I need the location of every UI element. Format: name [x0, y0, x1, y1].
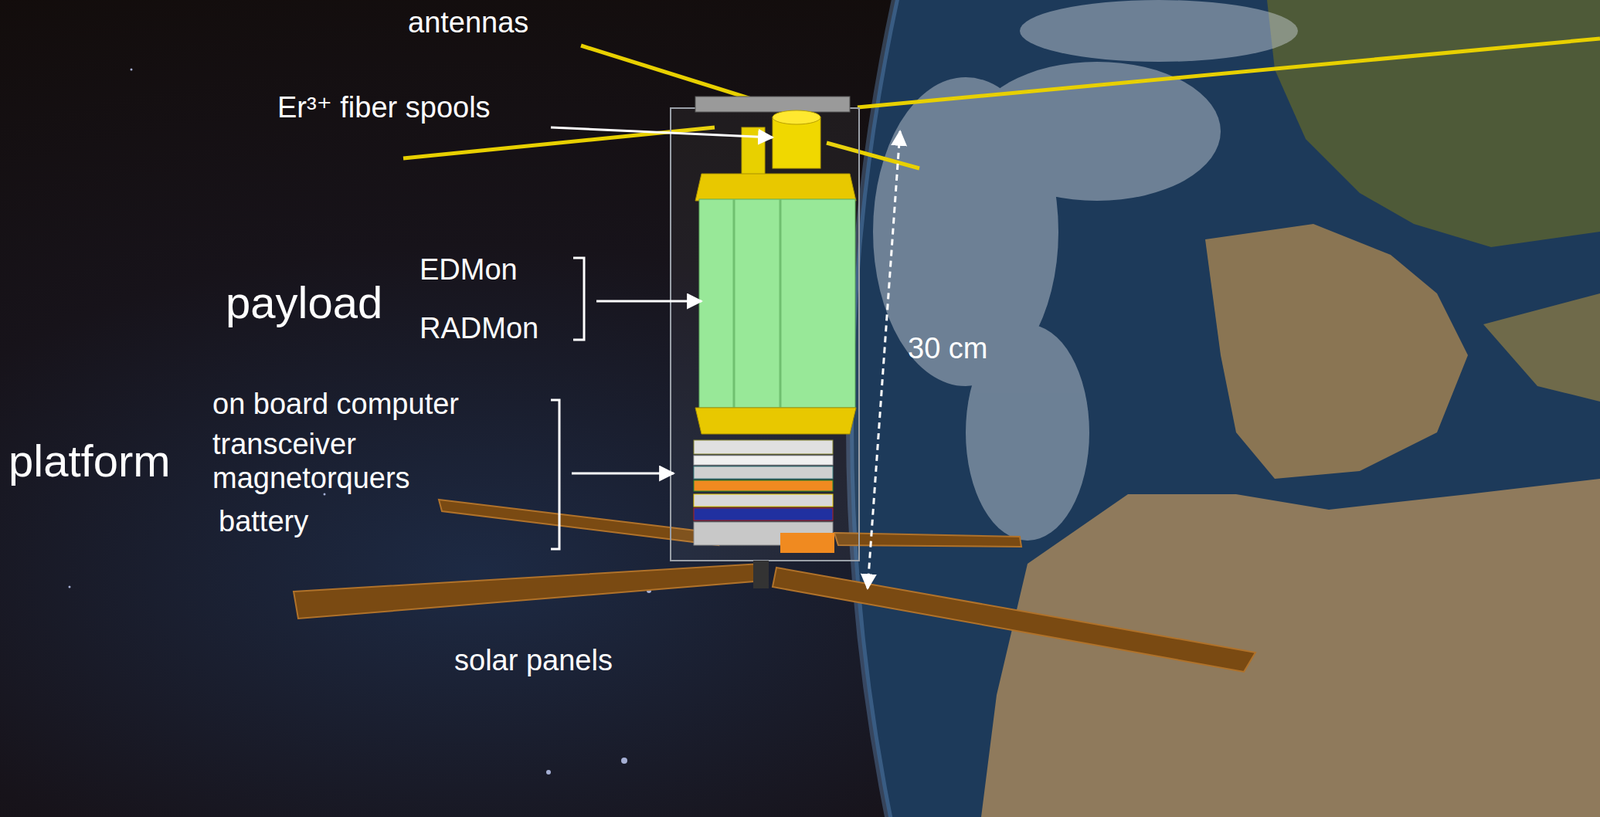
dimension-arrow	[867, 131, 901, 589]
clouds	[873, 0, 1298, 541]
leader-arrow	[550, 127, 773, 138]
payload-item: EDMon	[419, 254, 518, 287]
group-label: payload	[225, 278, 383, 328]
payload-item: RADMon	[419, 312, 539, 346]
platform-bracket	[550, 400, 560, 550]
group-label: platform	[8, 436, 171, 486]
part-label: solar panels	[454, 645, 613, 678]
antennas	[403, 38, 1600, 169]
leader-lines	[550, 127, 901, 589]
platform-item: battery	[218, 506, 309, 539]
leader-arrow	[571, 472, 674, 476]
platform-item: transceiver	[212, 428, 357, 462]
stars	[68, 68, 653, 776]
dimension-label: 30 cm	[907, 332, 988, 366]
platform-item: magnetorquers	[212, 462, 411, 496]
solar-panels	[293, 499, 1256, 673]
platform-item: on board computer	[212, 388, 459, 422]
part-label: antennas	[407, 6, 529, 40]
earth	[849, 0, 1600, 817]
payload-bracket	[573, 258, 585, 340]
leader-arrow	[596, 300, 702, 303]
part-label: Er³⁺ fiber spools	[277, 91, 491, 125]
satellite-body	[670, 96, 860, 589]
